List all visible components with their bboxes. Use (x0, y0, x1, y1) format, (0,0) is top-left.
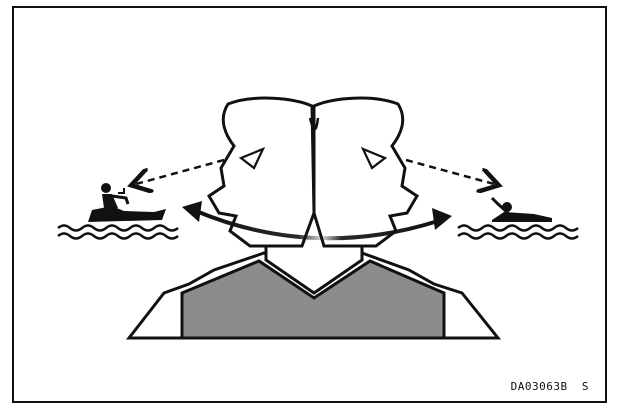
waves-left-icon (58, 226, 178, 239)
head-check-illustration (14, 8, 605, 401)
diagram-frame: DA03063B S (12, 6, 607, 403)
waves-right-icon (458, 226, 578, 239)
head-left-profile (209, 98, 314, 246)
figure-code: DA03063B S (511, 380, 589, 393)
personal-watercraft-icon (88, 183, 166, 222)
sight-line-right (406, 160, 494, 184)
sight-line-left (136, 160, 224, 184)
head-right-profile (310, 98, 417, 246)
swimmer-icon (492, 198, 552, 222)
